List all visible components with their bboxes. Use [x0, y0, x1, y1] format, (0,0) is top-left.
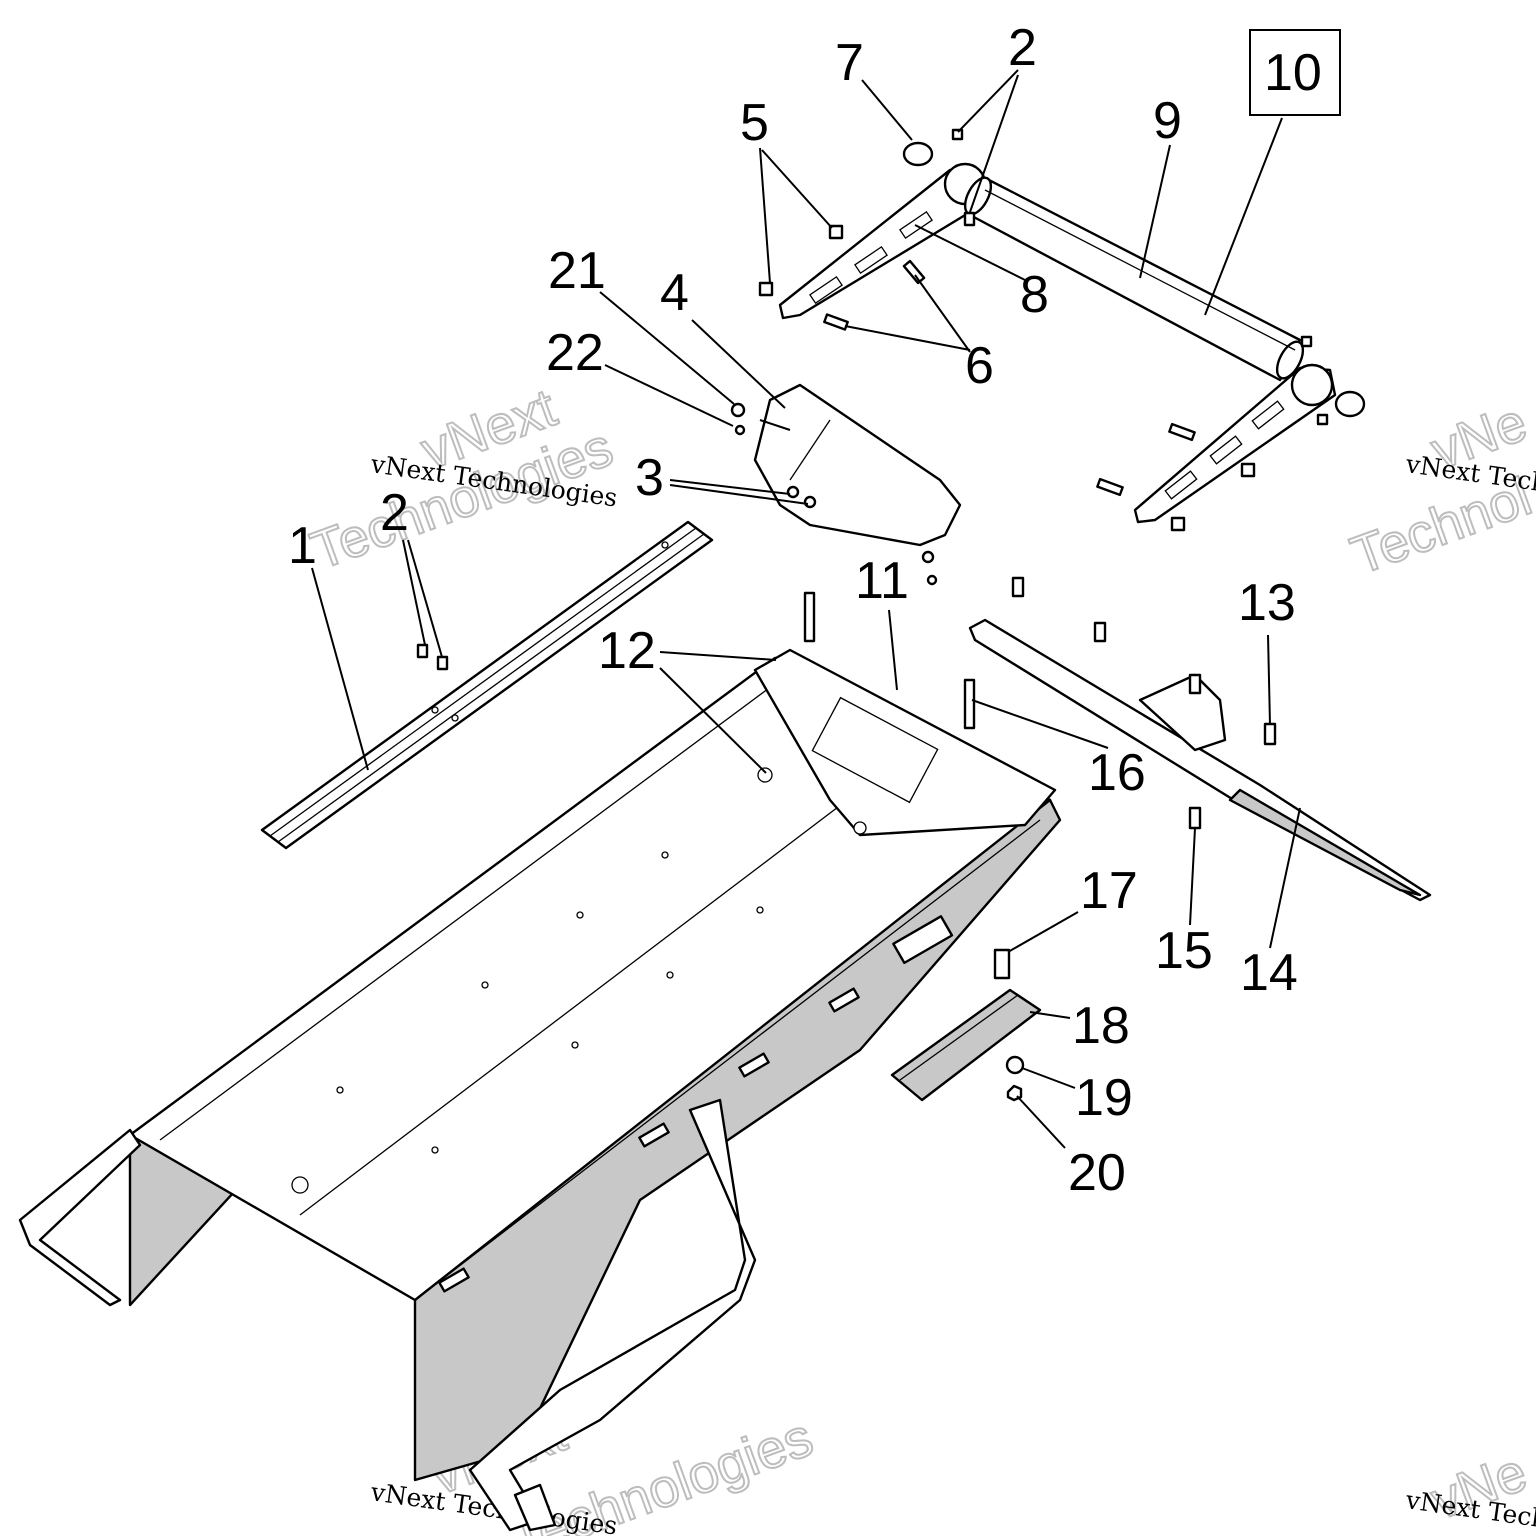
- callouts: 10 1 2 2 3 4 5 6 7 8 9 11 12 13 14 15 16…: [288, 19, 1341, 1202]
- callout-18: 18: [1072, 997, 1130, 1055]
- callout-6: 6: [965, 337, 994, 395]
- callout-4: 4: [660, 264, 689, 322]
- part-bolts-left: [416, 643, 449, 671]
- part-end-plugs: [902, 141, 1366, 418]
- callout-15: 15: [1155, 922, 1213, 980]
- part-tunnel-frame: [18, 648, 1062, 1532]
- part-bumper-tube: [963, 176, 1305, 382]
- callout-box-10: [1249, 29, 1341, 116]
- callout-2-left: 2: [380, 484, 409, 542]
- part-small-fasteners-cover: [730, 402, 938, 586]
- part-bumper-arm-right: [1133, 363, 1337, 524]
- part-flap-bracket: [968, 618, 1432, 902]
- watermark-top-left: vNext Technologies vNext Technologies: [303, 377, 622, 583]
- callout-17: 17: [1080, 862, 1138, 920]
- callout-7: 7: [835, 34, 864, 92]
- callout-13: 13: [1238, 574, 1296, 632]
- callout-3: 3: [635, 449, 664, 507]
- part-long-bolts: [803, 591, 976, 730]
- callout-8: 8: [1020, 266, 1049, 324]
- part-spacer: [993, 948, 1011, 980]
- callout-10: 10: [1264, 44, 1322, 102]
- callout-9: 9: [1153, 92, 1182, 150]
- callout-22: 22: [546, 324, 604, 382]
- watermark-bottom-right: vNe vNext Technologies: [1403, 1441, 1536, 1536]
- callout-12: 12: [598, 622, 656, 680]
- callout-5: 5: [740, 94, 769, 152]
- part-rail-strip: [260, 520, 714, 850]
- callout-2-top: 2: [1008, 19, 1037, 77]
- part-washer-nut: [1005, 1055, 1025, 1102]
- callout-14: 14: [1240, 944, 1298, 1002]
- part-bumper-arm-left: [778, 162, 992, 320]
- callout-20: 20: [1068, 1144, 1126, 1202]
- part-slide-strip: [890, 988, 1042, 1102]
- callout-11: 11: [855, 552, 909, 610]
- callout-16: 16: [1088, 744, 1146, 802]
- part-cover: [753, 383, 962, 547]
- callout-21: 21: [548, 242, 606, 300]
- callout-19: 19: [1075, 1069, 1133, 1127]
- part-bolts-arm: [758, 128, 1329, 532]
- watermark-right: vNe Technol vNext Technologies: [1343, 391, 1536, 587]
- callout-1: 1: [288, 517, 317, 575]
